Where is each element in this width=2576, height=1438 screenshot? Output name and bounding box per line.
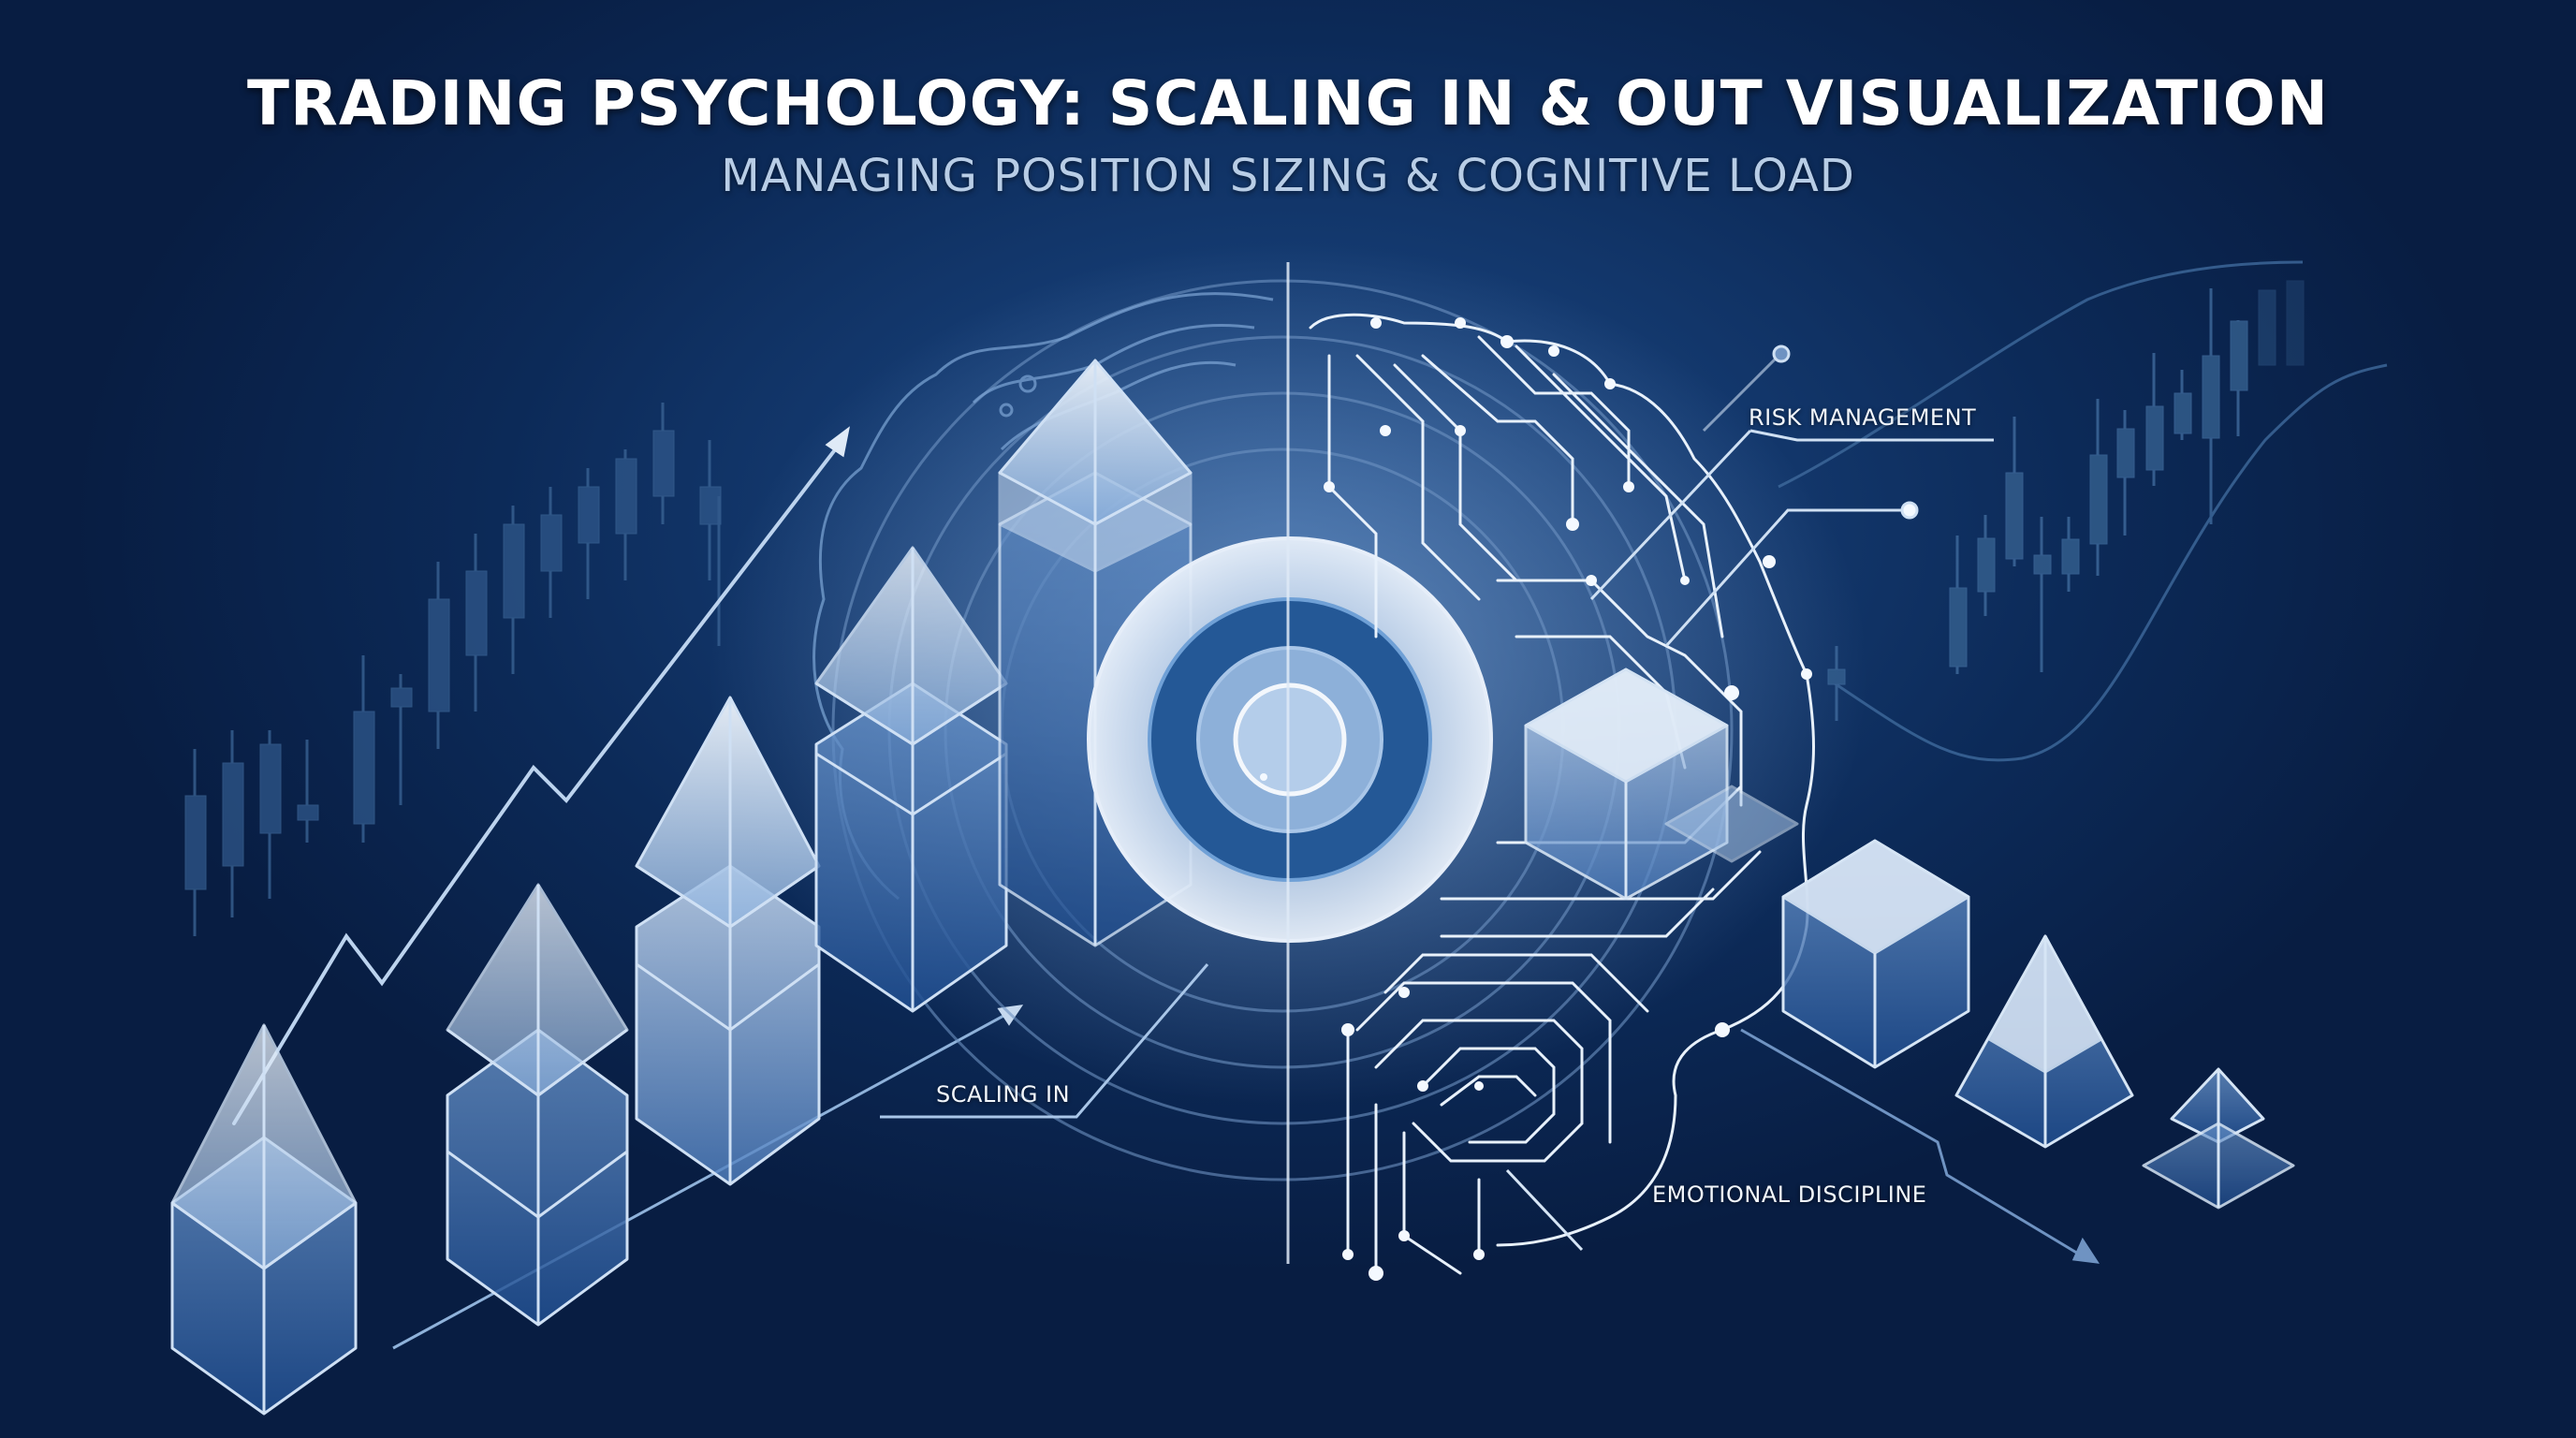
down-trend-arrow-icon — [1740, 1028, 2100, 1264]
scaling-in-leader — [880, 963, 1209, 1119]
callout-emotional-discipline: EMOTIONAL DISCIPLINE — [1652, 1181, 1927, 1208]
ascending-crystal-prisms-icon — [170, 359, 1193, 1416]
circuit-node-dots — [1260, 317, 1812, 1281]
pyramid-4 — [2142, 1067, 2295, 1210]
descending-crystal-cubes-icon — [1524, 668, 2295, 1210]
candlestick-chart-left-icon — [184, 403, 722, 936]
crystal-1 — [170, 1023, 358, 1416]
crystal-2 — [446, 883, 629, 1327]
emotional-discipline-leader — [1505, 1168, 1584, 1252]
crystal-4 — [814, 546, 1008, 1013]
risk-management-leader — [1589, 345, 1994, 648]
pyramid-3 — [1954, 934, 2134, 1149]
concentric-target-icon — [1087, 536, 1493, 943]
page-title: TRADING PSYCHOLOGY: SCALING IN & OUT VIS… — [247, 67, 2329, 139]
cube-2 — [1781, 839, 1970, 1069]
up-trend-arrow-icon — [232, 426, 850, 1125]
crystal-3 — [635, 696, 821, 1186]
page-subtitle: MANAGING POSITION SIZING & COGNITIVE LOA… — [721, 150, 1855, 202]
callout-scaling-in: SCALING IN — [936, 1081, 1071, 1108]
callout-risk-management: RISK MANAGEMENT — [1749, 404, 1977, 431]
cube-1 — [1524, 668, 1799, 901]
